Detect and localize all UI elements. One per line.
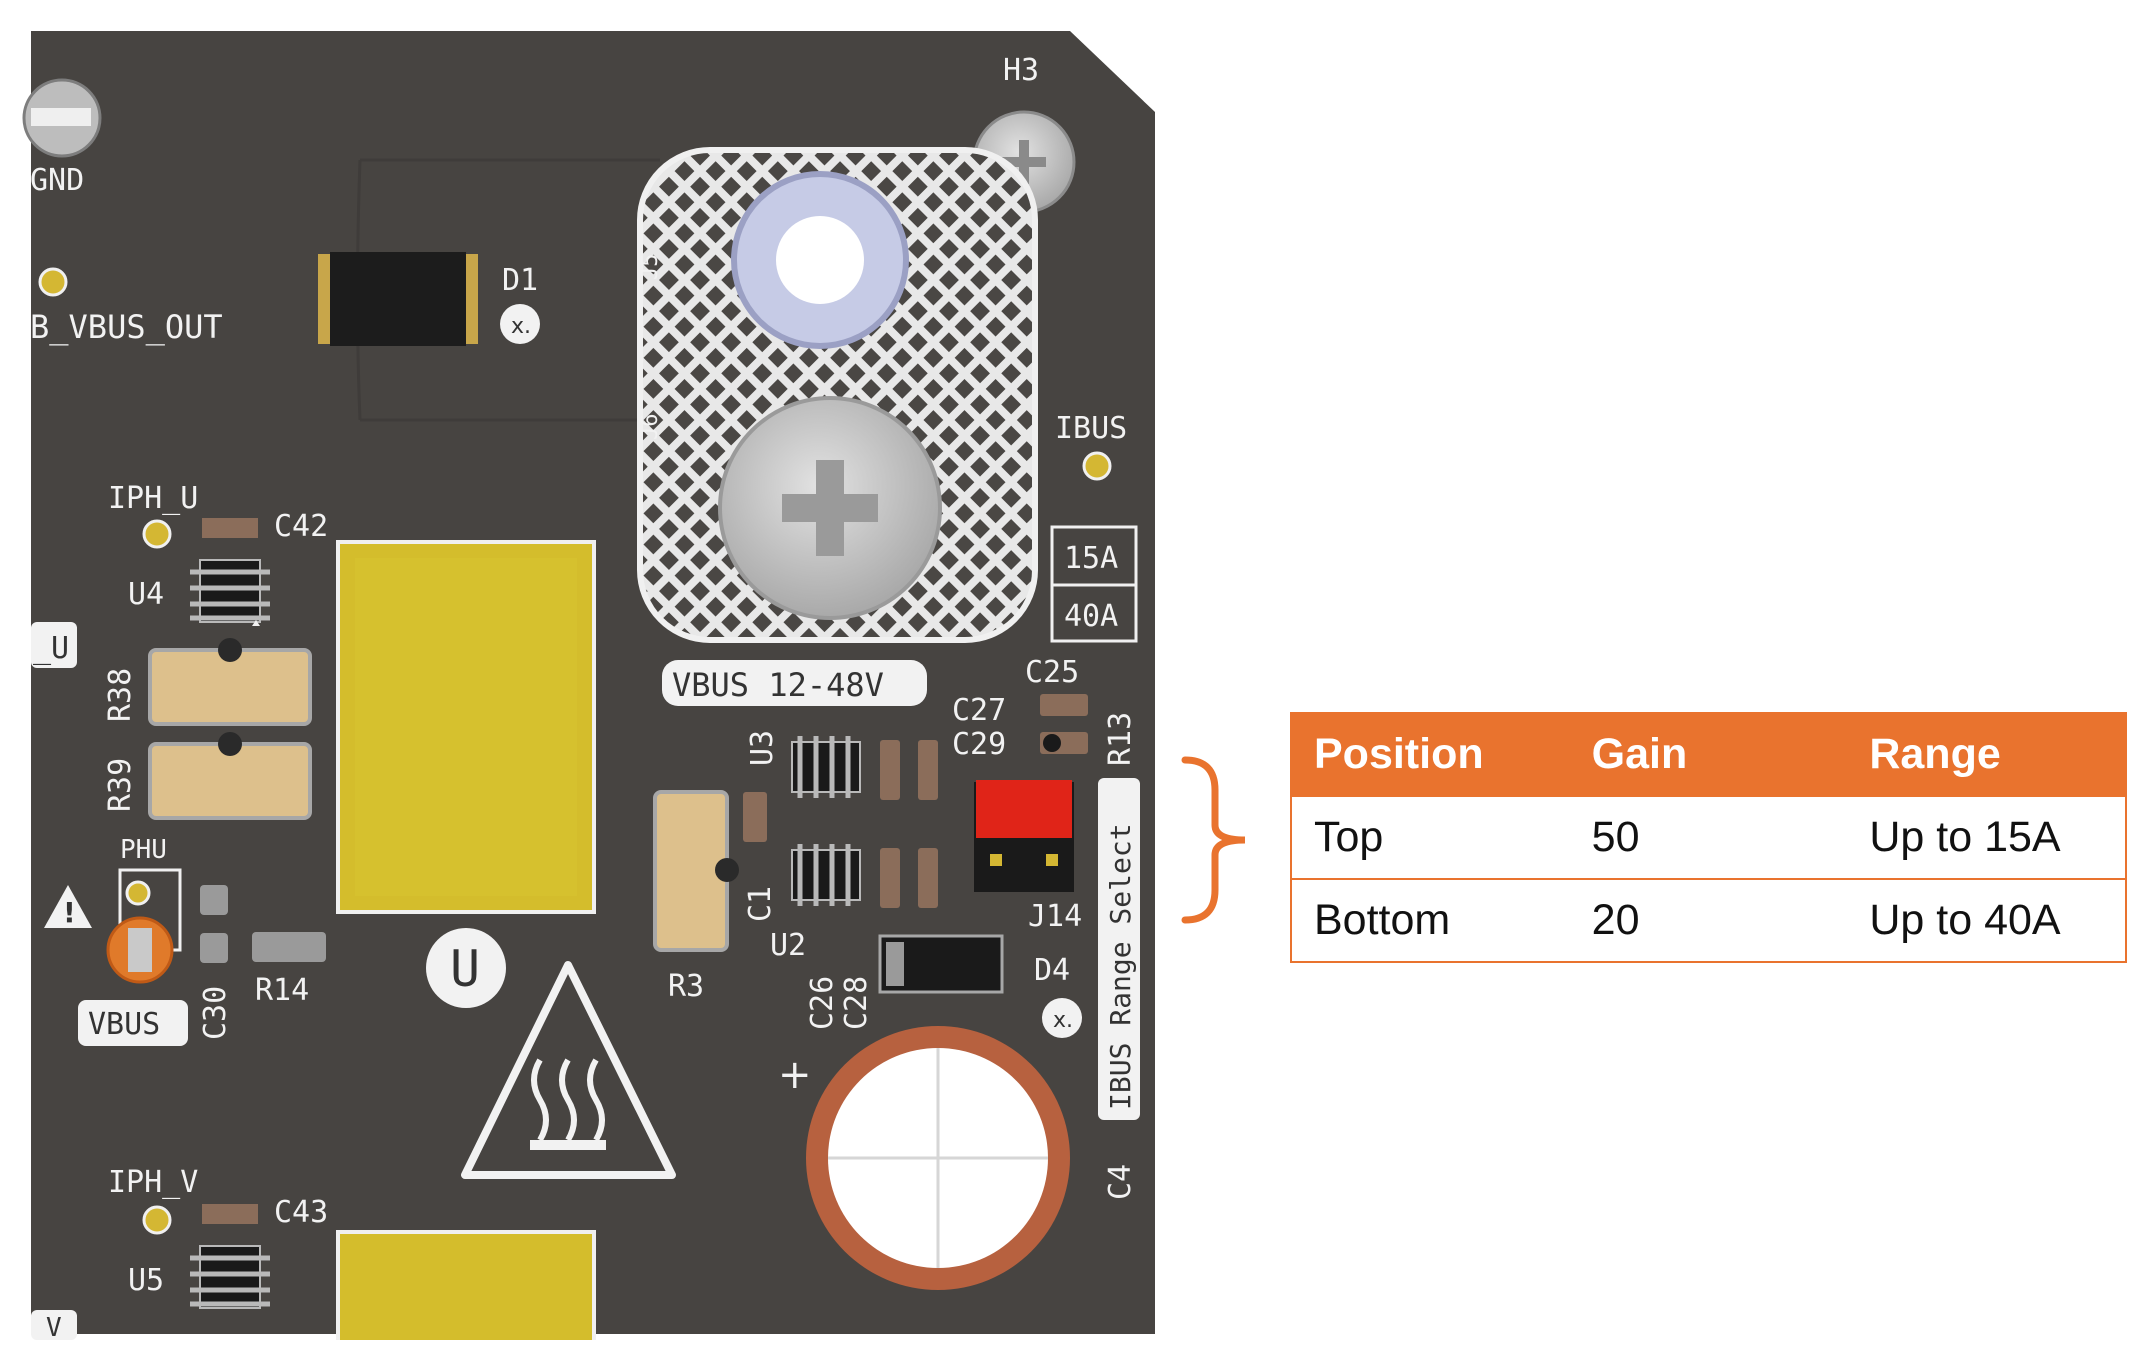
phase-u-marker: U xyxy=(450,940,480,998)
phase-u-edge-label: _U xyxy=(33,631,69,666)
r13-label: R13 xyxy=(1103,712,1138,766)
j5-label: J5 xyxy=(638,254,663,281)
phase-v-pad xyxy=(336,1230,596,1340)
phase-v-edge-label: V xyxy=(46,1313,62,1340)
vbus-jumper-label: VBUS xyxy=(88,1007,160,1042)
phase-u-marker-icon xyxy=(426,928,506,1008)
phu-label: PHU xyxy=(120,835,167,865)
table-row: Top 50 Up to 15A xyxy=(1292,795,2125,878)
ibus-range-select-label: IBUS Range Select xyxy=(1104,823,1137,1110)
c28-label: C28 xyxy=(839,976,874,1030)
h3-label: H3 xyxy=(1003,53,1039,88)
c42-label: C42 xyxy=(274,509,328,544)
r14-label: R14 xyxy=(255,973,309,1008)
c30-label: C30 xyxy=(198,986,233,1040)
warning-icon xyxy=(44,885,92,928)
ibus-label: IBUS xyxy=(1055,411,1127,446)
c43-capacitor xyxy=(202,1204,258,1224)
iph-u-label: IPH_U xyxy=(108,481,198,516)
c27-label: C27 xyxy=(952,693,1006,728)
r39-label: R39 xyxy=(103,758,138,812)
c25-label: C25 xyxy=(1025,655,1079,690)
gain-table: Position Gain Range Top 50 Up to 15A Bot… xyxy=(1290,712,2127,963)
position-cell: Bottom xyxy=(1314,896,1451,944)
j6-label: J6 xyxy=(638,414,663,441)
d4-label: D4 xyxy=(1034,953,1070,988)
c26-label: C26 xyxy=(805,976,840,1030)
u3-label: U3 xyxy=(745,730,780,766)
c4-label: C4 xyxy=(1103,1164,1138,1200)
iph-v-test-point[interactable] xyxy=(142,1205,172,1235)
svg-text:!: ! xyxy=(63,896,76,929)
c42-capacitor xyxy=(202,518,258,538)
vbus-out-test-point[interactable] xyxy=(38,267,68,297)
r38-label: R38 xyxy=(103,668,138,722)
gain-table-header: Position Gain Range xyxy=(1292,714,2125,795)
d1-marker-icon xyxy=(500,304,540,344)
c4-polarity: + xyxy=(778,1052,812,1098)
ibus-test-point[interactable] xyxy=(1082,451,1112,481)
u2-label: U2 xyxy=(770,928,806,963)
pcb-render: GND B_VBUS_OUT D1 x. H3 J5 J6 VBUS 12-48… xyxy=(22,31,1155,1340)
hot-surface-warning-icon xyxy=(461,961,676,1179)
gain-cell: 50 xyxy=(1591,813,1640,861)
range-15a-label: 15A xyxy=(1064,541,1118,576)
col-range-header: Range xyxy=(1869,730,2001,778)
j14-shunt-top[interactable] xyxy=(976,780,1072,838)
j14-label: J14 xyxy=(1028,899,1082,934)
u5-chip xyxy=(199,1245,261,1309)
col-position-header: Position xyxy=(1314,730,1484,778)
table-row: Bottom 20 Up to 40A xyxy=(1292,878,2125,961)
range-cell: Up to 15A xyxy=(1869,813,2061,861)
u4-label: U4 xyxy=(128,577,164,612)
c29-label: C29 xyxy=(952,727,1006,762)
c1-label: C1 xyxy=(743,886,778,922)
gnd-label: GND xyxy=(30,163,84,198)
d1-label: D1 xyxy=(502,263,538,298)
vbus-connector-label: VBUS 12-48V xyxy=(672,666,884,704)
d4-marker-icon xyxy=(1042,998,1082,1038)
svg-text:x.: x. xyxy=(1053,1008,1073,1033)
c43-label: C43 xyxy=(274,1195,328,1230)
r14-resistor xyxy=(252,932,326,962)
bracket-icon xyxy=(1181,756,1246,924)
vbus-out-label: B_VBUS_OUT xyxy=(30,308,223,346)
r3-label: R3 xyxy=(668,969,704,1004)
col-gain-header: Gain xyxy=(1591,730,1688,778)
range-40a-label: 40A xyxy=(1064,599,1118,634)
range-cell: Up to 40A xyxy=(1869,896,2061,944)
position-cell: Top xyxy=(1314,813,1384,861)
u4-chip xyxy=(199,559,261,623)
gain-cell: 20 xyxy=(1591,896,1640,944)
iph-u-test-point[interactable] xyxy=(142,519,172,549)
svg-text:x.: x. xyxy=(511,314,531,339)
iph-v-label: IPH_V xyxy=(108,1165,198,1200)
u5-label: U5 xyxy=(128,1263,164,1298)
